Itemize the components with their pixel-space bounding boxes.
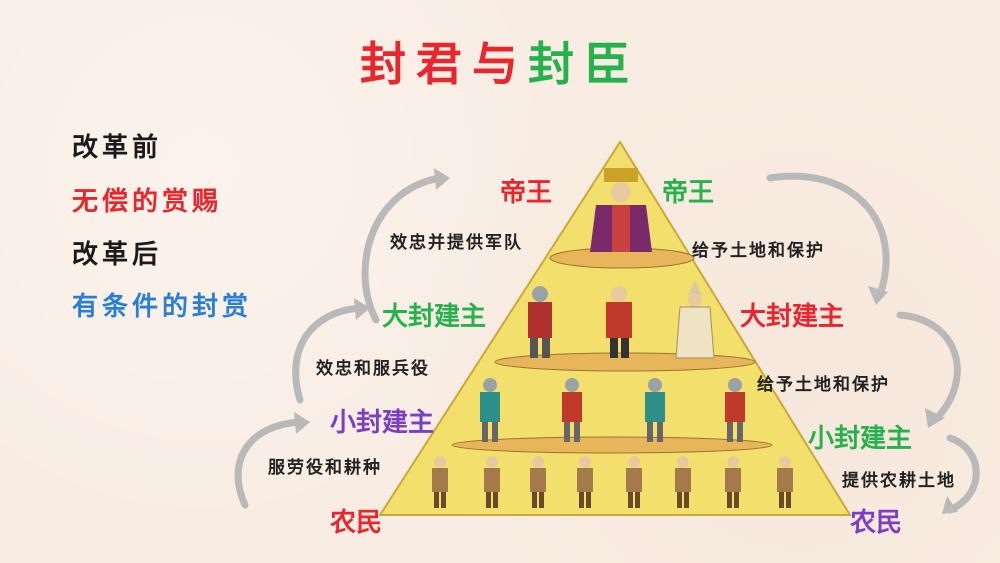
before-reform-value: 无偿的赏赐 xyxy=(72,187,223,217)
arrow-right-low xyxy=(946,434,980,514)
arrow-left-mid xyxy=(292,304,364,404)
arrow-right-mid xyxy=(896,311,961,424)
duty-small-to-great: 效忠和服兵役 xyxy=(316,359,430,379)
duty-small-to-peasant: 提供农耕土地 xyxy=(842,471,956,491)
rank-left-small-lord: 小封建主 xyxy=(330,408,435,438)
duty-great-to-small: 给予土地和保护 xyxy=(757,375,890,395)
arrow-heads xyxy=(294,168,958,514)
arrow-left-top xyxy=(361,174,444,324)
rank-right-emperor: 帝王 xyxy=(662,178,715,208)
arrow-left-low xyxy=(234,418,304,509)
after-reform-value: 有条件的封赏 xyxy=(72,292,253,322)
rank-left-great-lord: 大封建主 xyxy=(382,302,487,332)
duty-great-to-emperor: 效忠并提供军队 xyxy=(390,233,523,253)
after-reform-label: 改革后 xyxy=(72,240,163,270)
emperor-figure xyxy=(590,168,652,252)
before-reform-label: 改革前 xyxy=(72,133,163,163)
peasant-figures xyxy=(432,456,793,508)
arrow-right-top xyxy=(766,172,890,299)
rank-right-peasant: 农民 xyxy=(850,508,903,538)
rank-right-small-lord: 小封建主 xyxy=(808,424,913,454)
title-part-3: 封臣 xyxy=(528,37,640,91)
duty-emperor-to-great: 给予土地和保护 xyxy=(692,241,825,261)
platform-small-lords xyxy=(451,436,773,454)
small-lord-figures xyxy=(480,378,745,442)
great-lord-figures xyxy=(528,280,715,359)
duty-peasant-to-small: 服劳役和耕种 xyxy=(268,458,382,478)
flow-arrows xyxy=(234,172,980,514)
title-part-2: 与 xyxy=(472,37,528,91)
page-title: 封君与封臣 xyxy=(0,28,1000,94)
rank-left-emperor: 帝王 xyxy=(500,178,553,208)
rank-left-peasant: 农民 xyxy=(330,508,383,538)
title-part-1: 封君 xyxy=(360,37,472,91)
rank-right-great-lord: 大封建主 xyxy=(740,302,845,332)
